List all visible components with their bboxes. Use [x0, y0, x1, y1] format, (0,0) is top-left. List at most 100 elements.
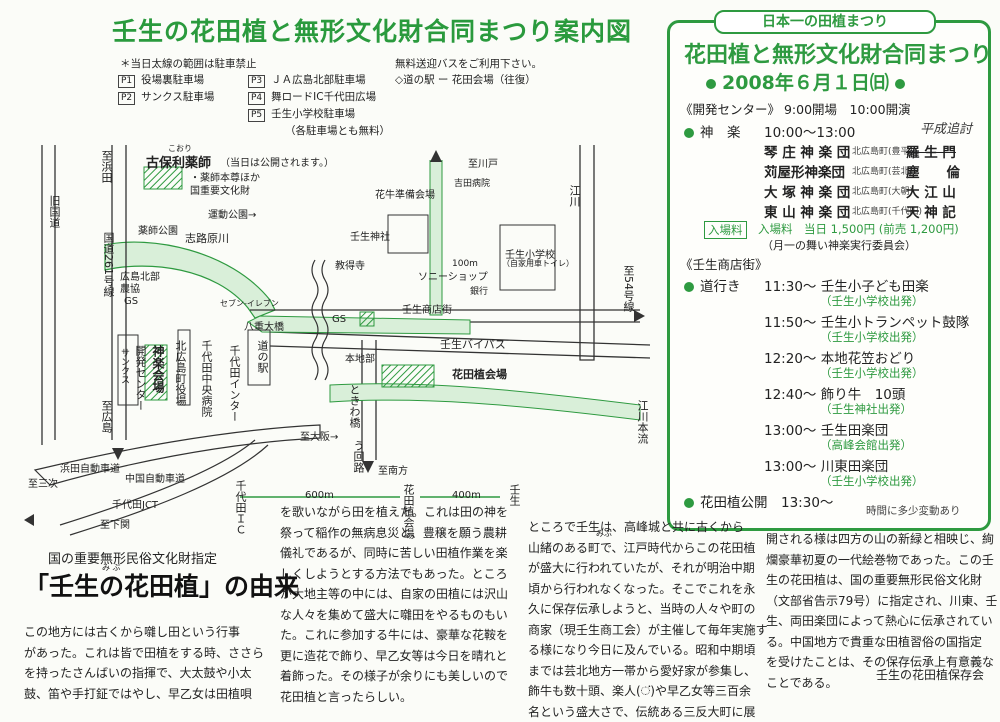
troupe-3-area: 北広島町(大朝) — [852, 187, 914, 197]
article-column-2: を歌いながら田を植えた。これは田の神を 祭って稲作の無病息災と、豊穣を願う農耕 … — [280, 505, 509, 704]
article-column-4: 開される様は四方の山の新緑と相映じ、絢 爛豪華初夏の一代絵巻物であった。この壬 … — [766, 532, 998, 690]
troupe-3: 大 塚 神 楽 団 — [764, 185, 851, 201]
tokiwa-bridge-label: ときわ橋 — [348, 384, 361, 428]
town-office-block — [177, 329, 191, 406]
chugoku-expressway-label: 中国自動車道 — [125, 474, 185, 485]
michinoeki-block — [247, 329, 271, 386]
distance-400: 400m — [452, 490, 481, 501]
hanadaue-venue2-label: 花田植会場 — [402, 484, 415, 539]
chiyoda-ic-full: 千代田ＩＣ — [234, 480, 247, 535]
mibu-school — [499, 224, 556, 291]
nokyo: 農協 — [120, 284, 140, 295]
egawa-honryu-label: 江川本流 — [636, 400, 649, 444]
kyoshiji-label: 教得寺 — [335, 261, 365, 272]
parking-free-note: （各駐車場とも無料） — [285, 125, 390, 137]
parade-1-from: （壬生小学校出発） — [820, 294, 924, 308]
sonyshop-label: ソニーショップ — [418, 272, 488, 283]
to-shimonoseki: 至下関 — [100, 520, 130, 531]
kobori-item-2: 国重要文化財 — [190, 186, 250, 197]
arrow-south — [362, 461, 374, 473]
hamada-expressway-label: 浜田自動車道 — [60, 464, 120, 475]
troupe-1-area: 北広島町(豊平) — [852, 147, 914, 157]
article-column-1: この地方には古くから囃し田という行事 があった。これは皆で田植をする時、ささら … — [24, 625, 265, 701]
route-54-label: 至54号線 — [622, 265, 635, 312]
kobori-note: （当日は公開されます。） — [220, 158, 334, 169]
bus-route: ◇道の駅 ー 花田会場（往復） — [395, 74, 536, 86]
shijigawa-label: 志路原川 — [185, 232, 229, 245]
green-road-band — [104, 241, 276, 319]
town-office-label: 北広島町役場 — [174, 340, 187, 406]
hanagyu-label: 花牛準備会場 — [375, 190, 435, 201]
kagura-time: 10:00〜13:00 — [764, 125, 856, 141]
parade-3-from: （壬生小学校出発） — [820, 366, 924, 380]
to-minami: 至南方 — [378, 466, 408, 477]
detour-label: う回路 — [352, 440, 365, 473]
troupe-3-piece: 大 江 山 — [906, 185, 956, 201]
kobori-ruby: こおり — [168, 144, 192, 153]
article-col3-ruby: みぶ — [596, 529, 612, 538]
article-ruby: み ぶ — [102, 563, 121, 572]
parade-5-from: （高峰会館出発） — [820, 438, 912, 452]
mibu-school-label: 壬生小学校 — [505, 250, 555, 261]
troupe-2: 苅屋形神楽団 — [764, 165, 845, 181]
old-national-road-label: 旧国道 — [48, 195, 61, 228]
to-hamada: 至浜田 — [100, 150, 113, 183]
parade-5: 13:00〜 壬生田楽団 — [764, 423, 889, 439]
area-map — [24, 145, 651, 536]
troupe-1-piece: 羅 生 門 — [906, 145, 956, 161]
program-title: 花田植と無形文化財合同まつり — [684, 43, 993, 68]
kagura-row: 神 楽 — [684, 121, 741, 141]
east-road — [579, 145, 595, 361]
parade-4: 12:40〜 飾り牛 10頭 — [764, 387, 906, 403]
chiyoda-ic-label: 千代田インター — [228, 345, 241, 422]
troupe-2-piece: 塵 倫 — [906, 165, 960, 181]
arrow-east — [634, 310, 645, 322]
bypass-label: 壬生バイパス — [440, 338, 506, 351]
hanagyu-area — [387, 214, 429, 254]
gs2-label: GS — [332, 314, 347, 325]
seven-label: セブン-イレブン — [220, 299, 279, 308]
parade-6: 13:00〜 川東田楽団 — [764, 459, 889, 475]
article-heading: 「壬生の花田植」の由来 — [24, 572, 300, 601]
undo-koen: 運動公園→ — [208, 210, 257, 221]
to-osaka: 至大阪→ — [300, 432, 339, 443]
distance-600: 600m — [305, 490, 334, 501]
parade-4-from: （壬生神社出発） — [820, 402, 912, 416]
kobori-yakushi: 古保利薬師 — [146, 156, 212, 171]
m100-label: 100m — [452, 259, 478, 269]
hanadaue-venue-label: 花田植会場 — [452, 368, 507, 381]
parade-6-from: （壬生小学校出発） — [820, 474, 924, 488]
chiyoda-jct: 千代田JCT — [112, 500, 159, 511]
kagura-handwritten-mark: 平成追討 — [920, 122, 973, 137]
parade-2-from: （壬生小学校出発） — [820, 330, 924, 344]
mibu-shrine-label: 壬生神社 — [350, 232, 390, 243]
honjibu-label: 本地部 — [345, 354, 375, 365]
troupe-2-area: 北広島町(芸北) — [852, 167, 914, 177]
parade-2: 11:50〜 壬生小トランペット鼓隊 — [764, 315, 970, 331]
to-kawado: 至川戸 — [468, 159, 498, 170]
kokai-row: 花田植公開 13:30〜 — [684, 491, 833, 511]
michinoeki-label: 道の駅 — [256, 340, 269, 373]
hirokita-shop: 広島北部 — [120, 272, 160, 283]
program-header: 日本一の田植まつり — [714, 10, 936, 34]
troupe-1: 琴 庄 神 楽 団 — [764, 145, 851, 161]
parade-3: 12:20〜 本地花笠おどり — [764, 351, 916, 367]
kagura-venue-area — [144, 344, 168, 401]
parking-ban-note: ＊当日太線の範囲は駐車禁止 — [120, 58, 257, 70]
change-note: 時間に多少変動あり — [866, 505, 961, 517]
fee-text: 入場料 当日 1,500円 (前売 1,200円) — [758, 222, 959, 236]
route-261 — [111, 145, 127, 440]
map-title: 壬生の花田植と無形文化財合同まつり案内図 — [112, 17, 633, 46]
parade-1: 11:30〜 壬生小子ども田楽 — [764, 279, 929, 295]
program-box — [667, 20, 991, 531]
yakushi-koen: 薬師公園 — [138, 226, 178, 237]
kobori-item-1: ・薬師本尊ほか — [190, 173, 260, 184]
green-north-road — [429, 160, 443, 316]
hanadaue-venue-area — [381, 364, 435, 388]
program-date: 2008年６月１日㈰ — [700, 68, 911, 95]
michiyuki-row: 道行き — [684, 275, 741, 295]
